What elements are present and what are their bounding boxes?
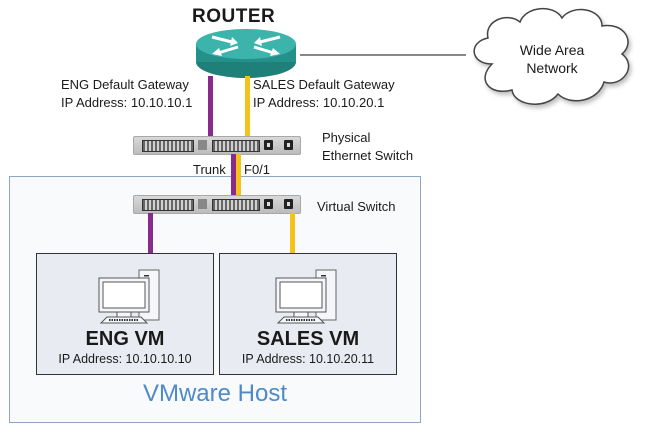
eng-vm-ip: IP Address: 10.10.10.10 bbox=[58, 352, 192, 366]
sales-vm-box[interactable]: SALES VM IP Address: 10.10.20.11 bbox=[219, 253, 397, 375]
vmware-host-label: VMware Host bbox=[142, 380, 288, 407]
sales-vm-ip: IP Address: 10.10.20.11 bbox=[241, 352, 375, 366]
trunk-label: Trunk bbox=[193, 162, 226, 177]
router-title: ROUTER bbox=[192, 6, 276, 27]
eng-vm-link bbox=[148, 213, 153, 270]
eng-vlan-uplink bbox=[208, 76, 213, 136]
router-icon bbox=[196, 29, 296, 78]
computer-icon bbox=[275, 269, 337, 324]
physical-switch-label-line1: Physical bbox=[322, 130, 371, 145]
sales-vm-name: SALES VM bbox=[256, 328, 360, 350]
computer-icon bbox=[98, 269, 160, 324]
cloud-icon bbox=[473, 8, 630, 105]
trunk-vlan-eng bbox=[231, 154, 236, 196]
eng-vm-name: ENG VM bbox=[85, 328, 165, 350]
wan-label-line2: Network bbox=[526, 60, 578, 76]
sales-gateway-ip: IP Address: 10.10.20.1 bbox=[253, 95, 385, 110]
eng-gateway-label: ENG Default Gateway bbox=[61, 77, 189, 92]
wan-link bbox=[300, 54, 466, 56]
trunk-port-label: F0/1 bbox=[244, 162, 271, 177]
wan-label-line1: Wide Area bbox=[519, 42, 585, 58]
sales-vm-link bbox=[290, 213, 295, 270]
virtual-switch-label: Virtual Switch bbox=[317, 199, 396, 214]
physical-switch-icon bbox=[133, 136, 301, 155]
trunk-vlan-sales bbox=[236, 154, 241, 196]
eng-vm-box[interactable]: ENG VM IP Address: 10.10.10.10 bbox=[36, 253, 214, 375]
sales-vlan-uplink bbox=[245, 76, 250, 136]
eng-gateway-ip: IP Address: 10.10.10.1 bbox=[61, 95, 193, 110]
virtual-switch-icon bbox=[133, 195, 301, 214]
physical-switch-label-line2: Ethernet Switch bbox=[322, 148, 414, 163]
sales-gateway-label: SALES Default Gateway bbox=[253, 77, 395, 92]
